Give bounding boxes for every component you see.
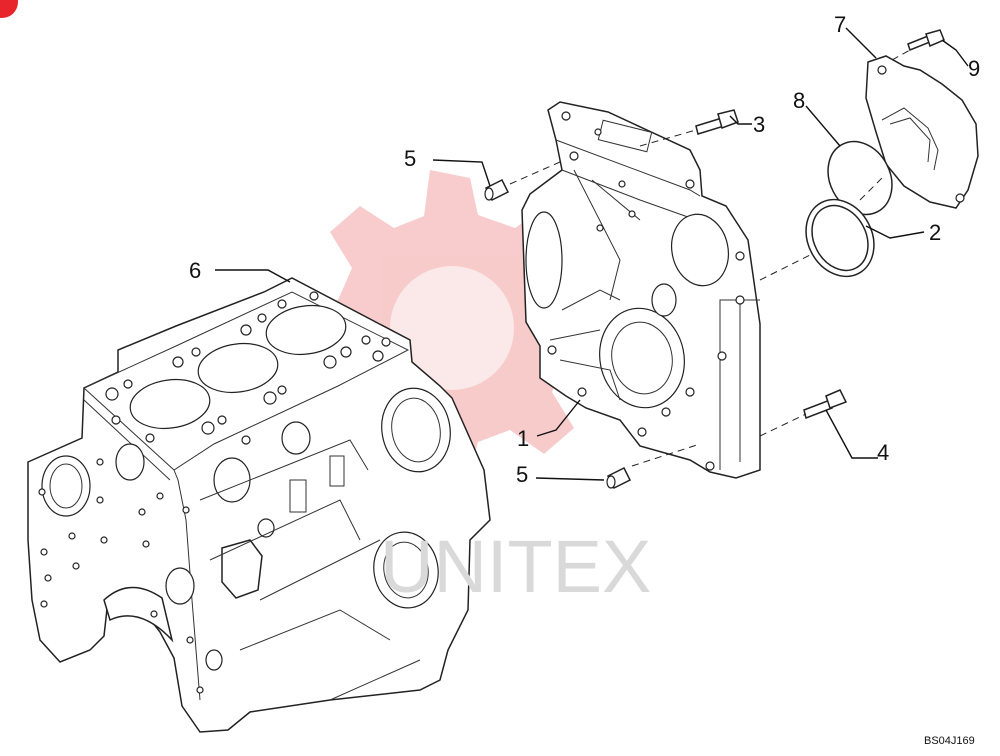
seal-ring [805, 198, 875, 278]
front-face-holes [38, 458, 204, 694]
callout-4: 4 [877, 440, 889, 465]
o-ring [827, 140, 893, 216]
callout-leaders [215, 27, 969, 481]
drawing-reference: BS04J169 [924, 735, 975, 747]
watermark-text: UNITEX [380, 525, 651, 608]
callout-8: 8 [793, 88, 805, 113]
callout-5-lower: 5 [516, 462, 528, 487]
alignment-lines [509, 49, 911, 467]
front-cover [865, 55, 979, 209]
callout-9: 9 [968, 56, 980, 81]
dowel-pin-lower [606, 466, 632, 490]
callout-3: 3 [753, 112, 765, 137]
cover-bolt-holes [547, 111, 745, 471]
bolt-9 [907, 29, 945, 51]
callout-2: 2 [929, 220, 941, 245]
corner-badge [0, 0, 18, 18]
dowel-pin-upper [484, 178, 510, 202]
timing-cover-plate [521, 101, 761, 479]
head-bolt-holes [105, 291, 391, 445]
bolt-4 [803, 389, 848, 420]
callout-1: 1 [517, 426, 529, 451]
callout-6: 6 [189, 258, 201, 283]
callout-5-upper: 5 [404, 146, 416, 171]
callout-7: 7 [834, 12, 846, 37]
engine-block [27, 277, 491, 733]
bolt-3 [695, 109, 739, 135]
